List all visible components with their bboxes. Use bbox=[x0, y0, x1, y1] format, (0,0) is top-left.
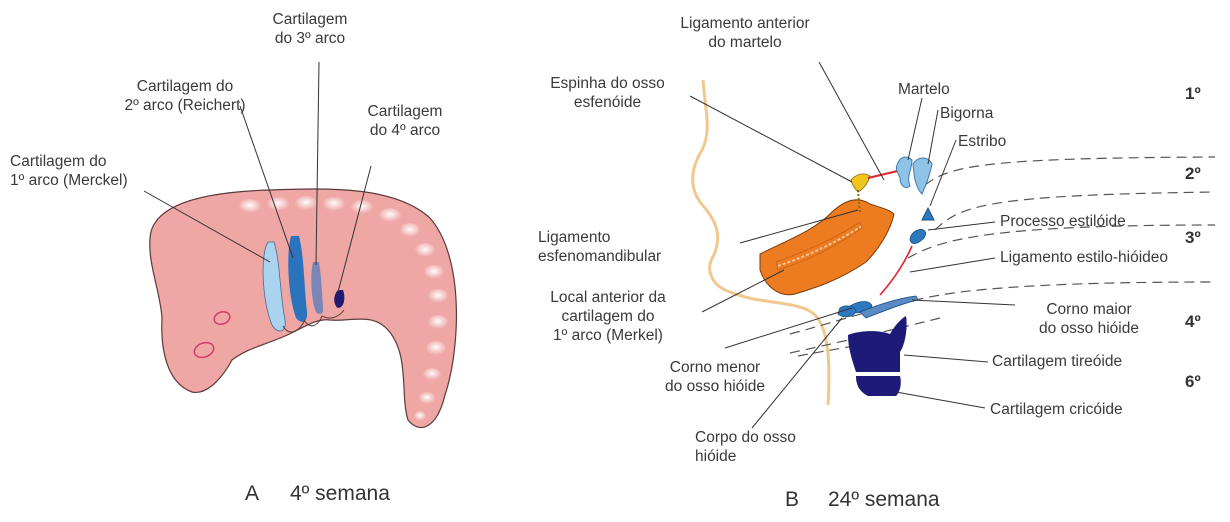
caption-b-text: 24º semana bbox=[828, 488, 940, 512]
leader-cricoide bbox=[896, 392, 985, 408]
sphenoid-spine bbox=[851, 174, 870, 192]
leader-lig-ant bbox=[819, 62, 884, 180]
arch-number-3: 3º bbox=[1185, 228, 1201, 248]
label-hyoid-greater-horn: Corno maior do osso hióide bbox=[1015, 300, 1163, 338]
label-meckel-anterior: Local anterior da cartilagem do 1º arco … bbox=[528, 288, 688, 345]
leader-tireoide bbox=[904, 355, 988, 362]
label-sphenoid-spine: Espinha do osso esfenóide bbox=[530, 74, 685, 112]
leader-espinha bbox=[690, 96, 852, 182]
incus bbox=[913, 158, 932, 194]
leader-estribo bbox=[930, 140, 956, 206]
leader-lig-estilo bbox=[910, 258, 995, 272]
mandible bbox=[760, 200, 894, 295]
styloid-process bbox=[910, 229, 926, 243]
caption-a-letter: A bbox=[245, 482, 259, 506]
label-incus: Bigorna bbox=[940, 104, 993, 123]
arch-number-2: 2º bbox=[1185, 164, 1201, 184]
leader-bigorna bbox=[928, 110, 938, 164]
label-stylohyoid-ligament: Ligamento estilo-hióideo bbox=[1000, 248, 1168, 267]
label-arch1-cartilage: Cartilagem do 1º arco (Merckel) bbox=[10, 152, 160, 190]
leader-corno-menor bbox=[725, 308, 852, 348]
arch-number-6: 6º bbox=[1185, 372, 1201, 392]
label-stapes: Estribo bbox=[958, 132, 1006, 151]
arch-number-4: 4º bbox=[1185, 312, 1201, 332]
label-hyoid-body: Corpo do osso hióide bbox=[695, 428, 796, 466]
leader-processo bbox=[928, 222, 995, 230]
label-arch4-cartilage: Cartilagem do 4º arco bbox=[350, 102, 460, 140]
leader-local-ant bbox=[702, 270, 784, 312]
label-thyroid-cartilage: Cartilagem tireóide bbox=[992, 352, 1122, 371]
caption-b-letter: B bbox=[785, 488, 799, 512]
embryo bbox=[150, 189, 457, 427]
label-cricoid-cartilage: Cartilagem cricóide bbox=[990, 400, 1123, 419]
leader-martelo bbox=[908, 98, 922, 160]
arch-number-1: 1º bbox=[1185, 84, 1201, 104]
label-arch3-cartilage: Cartilagem do 3º arco bbox=[255, 10, 365, 48]
label-styloid-process: Processo estilóide bbox=[1000, 212, 1126, 231]
label-arch2-cartilage: Cartilagem do 2º arco (Reichert) bbox=[110, 77, 260, 115]
caption-a-text: 4º semana bbox=[290, 482, 390, 506]
malleus bbox=[896, 157, 912, 188]
label-hyoid-lesser-horn: Corno menor do osso hióide bbox=[640, 358, 790, 396]
thyroid-cartilage bbox=[848, 316, 907, 372]
stylohyoid-ligament bbox=[880, 246, 912, 295]
label-malleus: Martelo bbox=[898, 80, 950, 99]
cricoid-cartilage bbox=[856, 376, 901, 396]
label-anterior-malleus-ligament: Ligamento anterior do martelo bbox=[660, 14, 830, 52]
stapes bbox=[922, 208, 934, 220]
label-sphenomandibular-ligament: Ligamento esfenomandibular bbox=[538, 228, 661, 266]
leader-corno-maior bbox=[912, 300, 1015, 305]
